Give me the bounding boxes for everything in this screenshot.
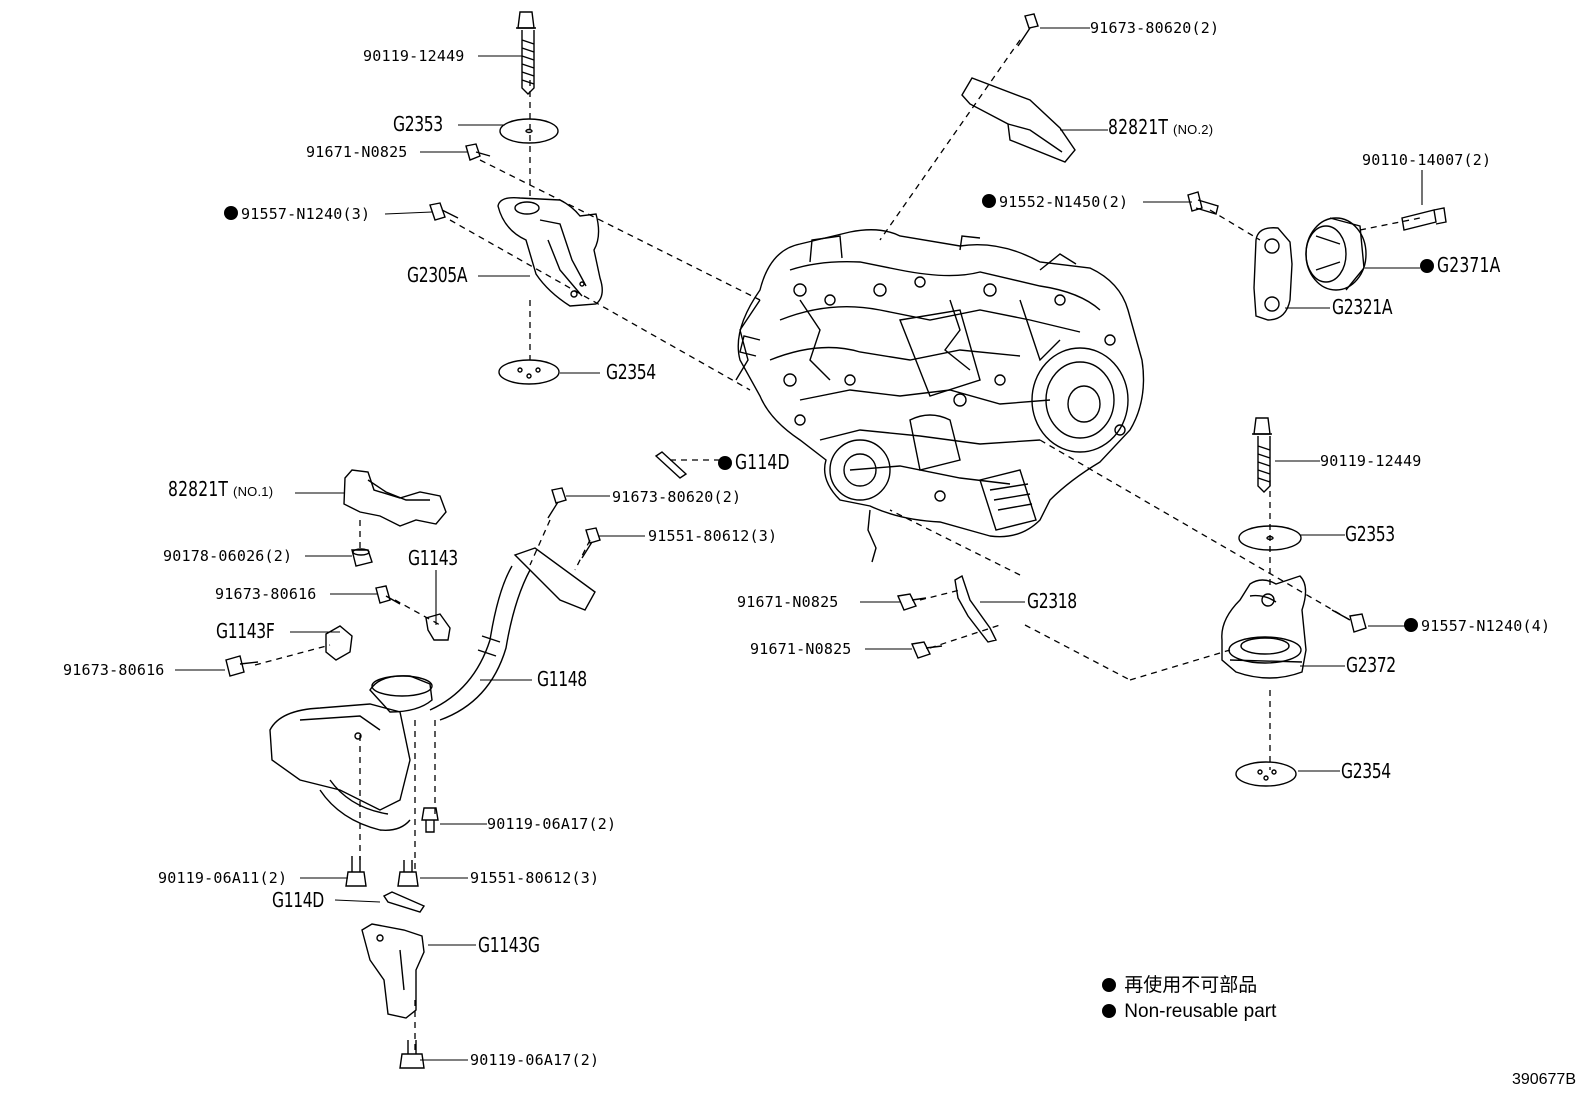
label-91673-80620-mid[interactable]: 91673-80620(2) (612, 488, 742, 506)
bolt-91552-part (1187, 191, 1219, 215)
seal-g114d-top-part (654, 451, 688, 479)
bracket-g2305a-part (497, 196, 603, 307)
bolt-91673-80616-b-part (225, 655, 259, 677)
label-90119-06a11[interactable]: 90119-06A11(2) (158, 869, 288, 887)
illustration-code: 390677B (1511, 1071, 1576, 1088)
label-g2305a[interactable]: G2305A (407, 263, 468, 287)
washer-g2353-left-part (499, 118, 559, 144)
non-reusable-dot-icon (1420, 259, 1434, 273)
bolt-91671-mid1-part (897, 593, 927, 611)
bolt-90110-part (1401, 207, 1447, 231)
label-g2372[interactable]: G2372 (1346, 653, 1396, 677)
label-91671-n0825-mid1[interactable]: 91671-N0825 (737, 593, 839, 611)
label-g1148[interactable]: G1148 (537, 667, 587, 691)
cover-82821t-no2-part (961, 77, 1076, 163)
label-91557-n1240-left[interactable]: 91557-N1240(3) (224, 205, 370, 223)
non-reusable-dot-icon (1102, 1004, 1116, 1018)
label-g2354-right[interactable]: G2354 (1341, 759, 1391, 783)
bolt-91673-80616-a-part (375, 585, 401, 605)
bolt-90119-12449-left-part (516, 11, 536, 95)
bolt-90119-12449-right-part (1252, 417, 1272, 493)
washer-g2353-right-part (1238, 525, 1302, 551)
label-g2353-right[interactable]: G2353 (1345, 522, 1395, 546)
label-g1143g[interactable]: G1143G (478, 933, 540, 957)
label-90119-12449-left[interactable]: 90119-12449 (363, 47, 465, 65)
label-g114d-top[interactable]: G114D (718, 452, 805, 473)
transaxle-assembly-part (735, 229, 1145, 563)
bracket-g1143g-part (361, 923, 425, 1019)
bracket-g1143-part (425, 613, 451, 641)
label-91673-80616-b[interactable]: 91673-80616 (63, 661, 165, 679)
legend-jp: 再使用不可部品 (1102, 975, 1257, 997)
pipe-g1148-part (269, 547, 596, 831)
label-90119-06a17-a[interactable]: 90119-06A17(2) (487, 815, 617, 833)
bracket-g1143f-part (325, 625, 353, 661)
cover-82821t-no1-part (343, 469, 447, 527)
stay-g2318-part (954, 574, 998, 643)
bolt-91557-left-part (429, 202, 459, 221)
bolt-91551-bottom-part (397, 860, 419, 887)
label-91551-80612-top[interactable]: 91551-80612(3) (648, 527, 778, 545)
label-91671-n0825-mid2[interactable]: 91671-N0825 (750, 640, 852, 658)
bolt-90119-06a17-b-part (399, 1040, 425, 1069)
label-82821t-no2[interactable]: 82821T(NO.2) (1108, 115, 1214, 139)
bracket-g2321a-part (1253, 227, 1293, 321)
non-reusable-dot-icon (718, 456, 732, 470)
non-reusable-dot-icon (224, 206, 238, 220)
bolt-91671-top-part (465, 143, 491, 161)
mount-g2371a-part (1305, 217, 1367, 291)
bolt-91673-mid-part (547, 487, 567, 519)
label-g1143[interactable]: G1143 (408, 546, 458, 570)
non-reusable-dot-icon (982, 194, 996, 208)
label-g2353-left[interactable]: G2353 (393, 112, 443, 136)
bolt-91557-right-part (1331, 609, 1367, 633)
bolt-90119-06a11-part (345, 856, 367, 887)
label-90178-06026[interactable]: 90178-06026(2) (163, 547, 293, 565)
non-reusable-dot-icon (1404, 618, 1418, 632)
label-91551-80612-bottom[interactable]: 91551-80612(3) (470, 869, 600, 887)
leader-lines (175, 27, 1423, 1061)
mount-g2372-part (1221, 575, 1307, 679)
nut-90178-part (351, 548, 373, 567)
label-g2371a[interactable]: G2371A (1420, 255, 1518, 276)
bolt-91551-top-part (581, 527, 601, 559)
legend-en: Non-reusable part (1102, 1001, 1276, 1023)
bolt-91673-top-part (1017, 13, 1039, 47)
label-82821t-no1[interactable]: 82821T(NO.1) (168, 477, 274, 501)
bolt-91671-mid2-part (911, 641, 943, 659)
label-g114d-bottom[interactable]: G114D (272, 888, 324, 912)
label-g2354-left[interactable]: G2354 (606, 360, 656, 384)
washer-g2354-right-part (1235, 761, 1297, 787)
label-91673-80620-top[interactable]: 91673-80620(2) (1090, 19, 1220, 37)
label-g2318[interactable]: G2318 (1027, 589, 1077, 613)
label-91552-n1450[interactable]: 91552-N1450(2) (982, 193, 1128, 211)
assembly-lines (254, 39, 1421, 1050)
label-91557-n1240-right[interactable]: 91557-N1240(4) (1404, 617, 1550, 635)
label-90110-14007[interactable]: 90110-14007(2) (1362, 151, 1492, 169)
label-90119-06a17-b[interactable]: 90119-06A17(2) (470, 1051, 600, 1069)
seal-g114d-bottom-part (382, 891, 426, 913)
washer-g2354-left-part (498, 359, 560, 385)
label-g2321a[interactable]: G2321A (1332, 295, 1393, 319)
label-91671-n0825-top[interactable]: 91671-N0825 (306, 143, 408, 161)
bolt-90119-06a17-a-part (421, 807, 439, 833)
label-g1143f[interactable]: G1143F (216, 619, 275, 643)
label-91673-80616-a[interactable]: 91673-80616 (215, 585, 317, 603)
non-reusable-dot-icon (1102, 978, 1116, 992)
label-90119-12449-right[interactable]: 90119-12449 (1320, 452, 1422, 470)
